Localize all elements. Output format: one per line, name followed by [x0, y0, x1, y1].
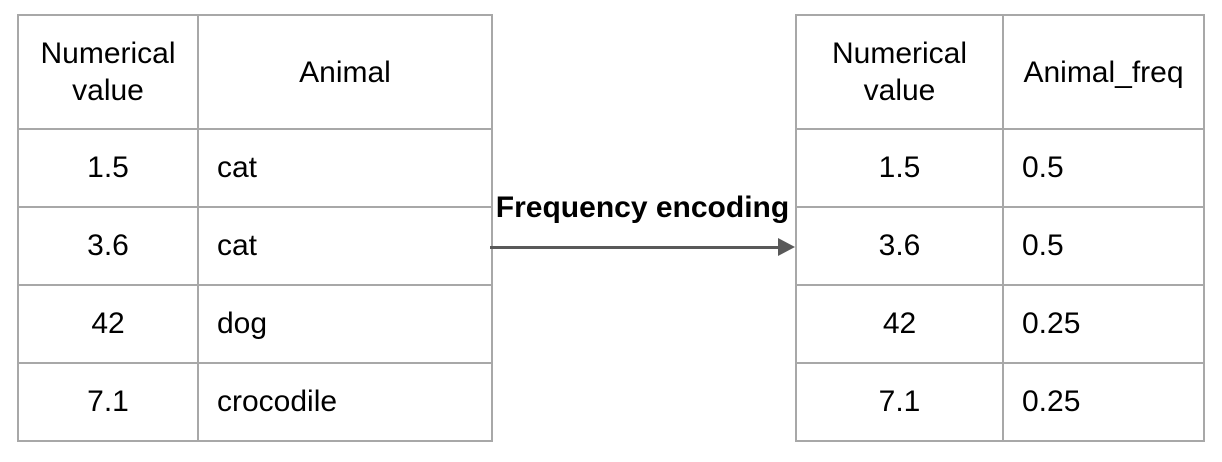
numerical-value-cell: 42: [17, 284, 199, 364]
encoded-table: Numerical value Animal_freq 1.5 0.5 3.6 …: [795, 14, 1205, 442]
numerical-value-cell: 1.5: [795, 128, 1004, 208]
arrow-label: Frequency encoding: [495, 191, 790, 224]
table-row: 1.5 cat: [17, 128, 493, 208]
numerical-value-cell: 1.5: [17, 128, 199, 208]
animal-cell: crocodile: [197, 362, 493, 442]
animal-cell: dog: [197, 284, 493, 364]
numerical-value-cell: 3.6: [17, 206, 199, 286]
animal-freq-cell: 0.25: [1002, 362, 1205, 442]
table-row: 7.1 crocodile: [17, 362, 493, 442]
column-header-animal-freq: Animal_freq: [1002, 14, 1205, 130]
table-row: 42 dog: [17, 284, 493, 364]
arrow-line: [490, 246, 779, 249]
table-header-row: Numerical value Animal: [17, 14, 493, 130]
table-row: 1.5 0.5: [795, 128, 1205, 208]
animal-freq-cell: 0.5: [1002, 206, 1205, 286]
table-header-row: Numerical value Animal_freq: [795, 14, 1205, 130]
numerical-value-cell: 7.1: [795, 362, 1004, 442]
arrow-head-icon: [778, 238, 795, 256]
table-row: 3.6 cat: [17, 206, 493, 286]
table-row: 42 0.25: [795, 284, 1205, 364]
column-header-animal: Animal: [197, 14, 493, 130]
animal-freq-cell: 0.5: [1002, 128, 1205, 208]
column-header-numerical-value: Numerical value: [17, 14, 199, 130]
numerical-value-cell: 7.1: [17, 362, 199, 442]
numerical-value-cell: 42: [795, 284, 1004, 364]
animal-freq-cell: 0.25: [1002, 284, 1205, 364]
table-row: 3.6 0.5: [795, 206, 1205, 286]
animal-cell: cat: [197, 128, 493, 208]
column-header-numerical-value: Numerical value: [795, 14, 1004, 130]
animal-cell: cat: [197, 206, 493, 286]
table-row: 7.1 0.25: [795, 362, 1205, 442]
numerical-value-cell: 3.6: [795, 206, 1004, 286]
original-table: Numerical value Animal 1.5 cat 3.6 cat 4…: [17, 14, 493, 442]
